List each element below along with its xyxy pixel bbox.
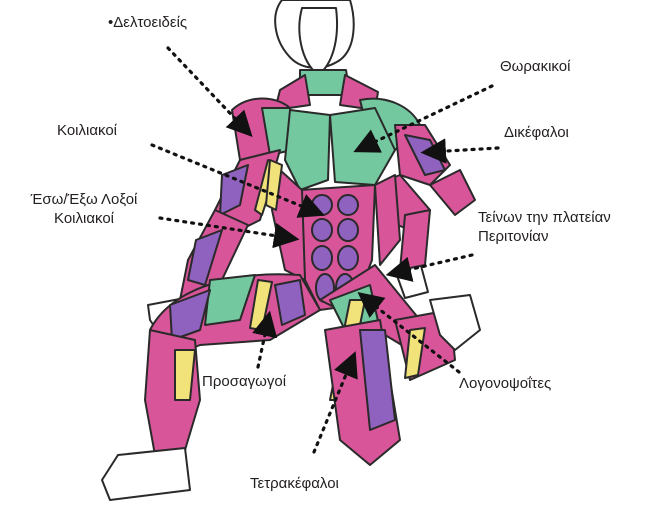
leader-deltoids: [168, 48, 246, 130]
oblique-right: [375, 175, 400, 265]
label-tfl-line1: Τείνων την πλατείαν: [478, 208, 611, 227]
pectoral-left: [285, 110, 330, 190]
label-biceps: Δικέφαλοι: [504, 123, 569, 142]
label-obliques-line1: Έσω/Έξω Λοξοί: [12, 190, 156, 209]
label-abdominals: Κοιλιακοί: [57, 121, 117, 140]
label-pectorals: Θωρακικοί: [500, 57, 570, 76]
label-obliques-line2: Κοιλιακοί: [12, 209, 156, 228]
forearm-right-down: [400, 210, 430, 270]
label-psoas: Λογονοψοΐτες: [459, 374, 551, 393]
shoe-left: [102, 448, 190, 500]
label-tfl-line2: Περιτονίαν: [478, 227, 611, 246]
label-tfl: Τείνων την πλατείαν Περιτονίαν: [478, 208, 611, 246]
label-deltoids: •Δελτοειδείς: [108, 13, 187, 32]
label-adductors: Προσαγωγοί: [202, 372, 286, 391]
label-quadriceps: Τετρακέφαλοι: [250, 474, 339, 493]
label-obliques: Έσω/Έξω Λοξοί Κοιλιακοί: [12, 190, 156, 228]
